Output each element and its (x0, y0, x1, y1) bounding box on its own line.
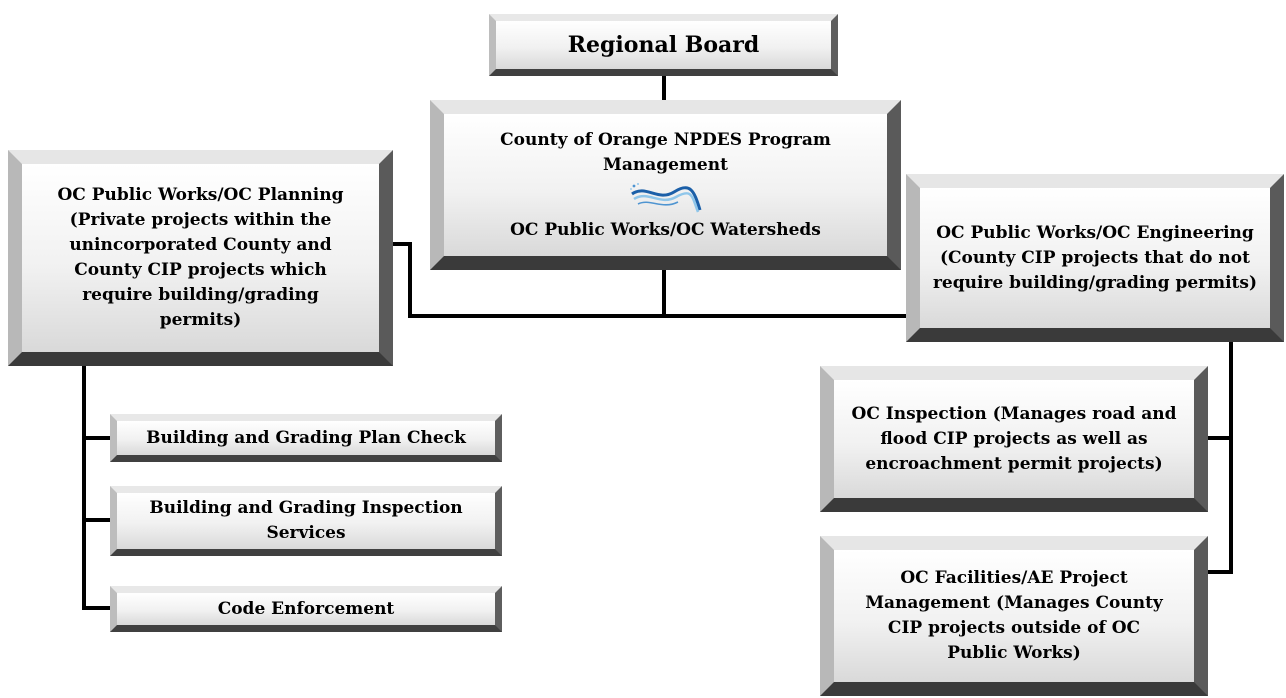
oc-engineering-node: OC Public Works/OC Engineering (County C… (906, 174, 1284, 342)
code-enforcement-node: Code Enforcement (110, 586, 502, 632)
oc-facilities-node: OC Facilities/AE Project Management (Man… (820, 536, 1208, 696)
regional-board-label: Regional Board (567, 31, 760, 58)
oc-inspection-label: OC Inspection (Manages road and flood CI… (851, 403, 1177, 474)
npdes-program-label: County of Orange NPDES Program Managemen… (500, 129, 831, 175)
oc-watersheds-label: OC Public Works/OC Watersheds (510, 219, 821, 240)
plan-check-label: Building and Grading Plan Check (146, 427, 466, 448)
npdes-program-node: County of Orange NPDES Program Managemen… (430, 100, 901, 270)
watershed-wave-logo-icon (629, 182, 701, 212)
regional-board-node: Regional Board (489, 14, 838, 76)
plan-check-node: Building and Grading Plan Check (110, 414, 502, 462)
code-enforcement-label: Code Enforcement (217, 598, 395, 619)
oc-planning-label: OC Public Works/OC Planning (Private pro… (57, 185, 344, 330)
oc-inspection-node: OC Inspection (Manages road and flood CI… (820, 366, 1208, 512)
inspection-services-node: Building and Grading Inspection Services (110, 486, 502, 556)
inspection-services-label: Building and Grading Inspection Services (149, 498, 463, 543)
oc-planning-node: OC Public Works/OC Planning (Private pro… (8, 150, 393, 366)
oc-engineering-label: OC Public Works/OC Engineering (County C… (932, 222, 1258, 293)
oc-facilities-label: OC Facilities/AE Project Management (Man… (865, 568, 1163, 663)
